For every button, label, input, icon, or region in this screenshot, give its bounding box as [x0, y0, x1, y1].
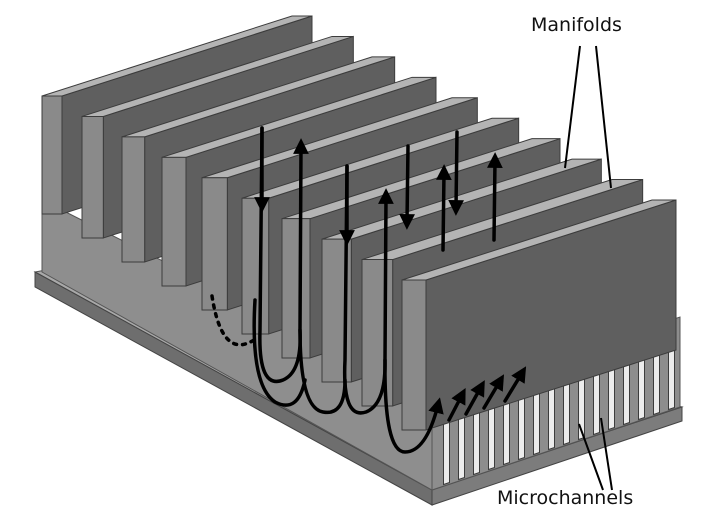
coolant-flow — [210, 126, 527, 454]
manifold-fin — [401, 199, 677, 431]
manifold-fin-front — [161, 156, 187, 287]
flow-outlet-curve — [383, 358, 444, 454]
manifold-fin-front — [81, 115, 104, 239]
leader-manifold-1 — [564, 45, 581, 169]
leader-lines — [564, 45, 613, 491]
flow-exit-arrow-3 — [482, 374, 505, 410]
leader-manifold-2 — [595, 45, 612, 189]
flow-exit-arrow-2 — [464, 380, 485, 416]
manifold-fin-front — [121, 136, 146, 263]
flow-left-curve — [252, 298, 307, 407]
flow-bottom-curve — [298, 328, 347, 415]
flow-up-arrow-2 — [487, 152, 503, 242]
manifold-fins — [41, 15, 677, 431]
flow-dotted-loop — [210, 294, 256, 347]
manifold-fin-front — [41, 95, 63, 215]
flow-exit-arrow-1 — [447, 388, 466, 422]
leader-micro-1 — [578, 423, 604, 491]
manifold-fin-front — [361, 259, 394, 407]
manifold-fin-front — [201, 177, 228, 311]
manifolds-label: Manifolds — [531, 14, 622, 36]
manifold-fin-front — [401, 279, 427, 431]
flow-down-arrow-4 — [448, 130, 464, 216]
flow-exit-arrow-4 — [503, 366, 527, 403]
manifold-fin-front — [281, 218, 311, 359]
microchannels-label: Microchannels — [497, 487, 634, 509]
flow-down-arrow-3 — [399, 144, 415, 230]
leader-micro-2 — [600, 417, 613, 491]
flow-up-arrow-1 — [436, 164, 452, 252]
